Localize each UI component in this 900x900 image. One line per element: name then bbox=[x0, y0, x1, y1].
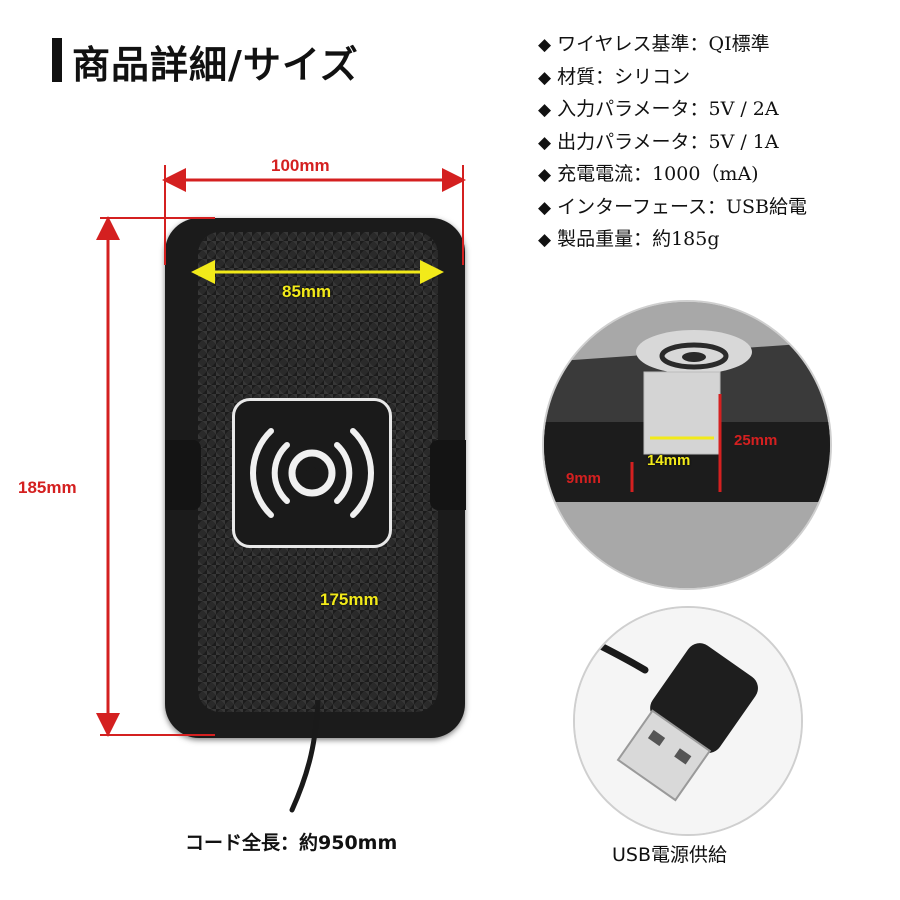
page-title: 商品詳細/サイズ bbox=[72, 43, 359, 87]
spec-list: ◆ワイヤレス基準：QI標準 ◆材質：シリコン ◆入力パラメータ：5V / 2A … bbox=[538, 28, 807, 256]
charging-zone bbox=[232, 398, 392, 548]
diamond-bullet-icon: ◆ bbox=[538, 197, 552, 218]
spec-item: ◆出力パラメータ：5V / 1A bbox=[538, 126, 807, 159]
spec-item: ◆材質：シリコン bbox=[538, 61, 807, 94]
pad-cable bbox=[289, 700, 321, 813]
spec-item: ◆ワイヤレス基準：QI標準 bbox=[538, 28, 807, 61]
detail-closeup-slot bbox=[542, 300, 832, 590]
spec-text: 入力パラメータ：5V / 2A bbox=[557, 98, 779, 120]
cord-length-label: コード全長：約950mm bbox=[185, 832, 398, 854]
diamond-bullet-icon: ◆ bbox=[538, 165, 552, 185]
wireless-charging-icon bbox=[250, 428, 374, 518]
diamond-bullet-icon: ◆ bbox=[538, 230, 552, 250]
dimension-lip-height: 9mm bbox=[566, 470, 602, 487]
title-accent-bar bbox=[52, 38, 62, 82]
dimension-slot-width: 14mm bbox=[647, 452, 691, 469]
diamond-bullet-icon: ◆ bbox=[538, 132, 552, 153]
dimension-height-outer: 185mm bbox=[18, 478, 77, 497]
diamond-bullet-icon: ◆ bbox=[538, 100, 552, 120]
spec-item: ◆入力パラメータ：5V / 2A bbox=[538, 93, 807, 126]
usb-plug-icon bbox=[575, 608, 801, 834]
spec-item: ◆製品重量：約185g bbox=[538, 223, 807, 256]
spec-text: ワイヤレス基準：QI標準 bbox=[557, 33, 770, 55]
slot-closeup-illustration bbox=[544, 302, 830, 588]
spec-text: 製品重量：約185g bbox=[557, 228, 720, 250]
dimension-slot-height: 25mm bbox=[734, 432, 778, 449]
usb-caption: USB電源供給 bbox=[612, 844, 728, 866]
spec-item: ◆充電電流：1000（mA) bbox=[538, 158, 807, 191]
pad-right-rail bbox=[430, 440, 466, 510]
dimension-width-inner: 85mm bbox=[282, 282, 332, 301]
diamond-bullet-icon: ◆ bbox=[538, 35, 552, 55]
spec-text: 材質：シリコン bbox=[557, 65, 691, 88]
spec-text: 出力パラメータ：5V / 1A bbox=[557, 130, 779, 153]
spec-text: インターフェース：USB給電 bbox=[557, 195, 807, 218]
dimension-width-outer: 100mm bbox=[271, 156, 330, 175]
spec-item: ◆インターフェース：USB給電 bbox=[538, 191, 807, 224]
spec-text: 充電電流：1000（mA) bbox=[557, 163, 759, 185]
diamond-bullet-icon: ◆ bbox=[538, 67, 552, 88]
pad-left-rail bbox=[165, 440, 201, 510]
dimension-height-inner: 175mm bbox=[320, 590, 379, 609]
detail-closeup-usb bbox=[573, 606, 803, 836]
